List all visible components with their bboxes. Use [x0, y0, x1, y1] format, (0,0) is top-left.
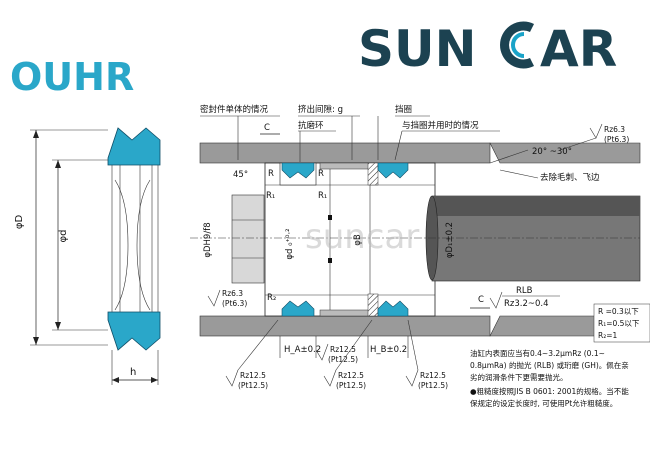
label-rz63-left-b: (Pt6.3)	[222, 299, 247, 308]
label-rz125-b1: Rz12.5	[240, 371, 266, 380]
label-rz125-a2: (Pt12.5)	[328, 355, 358, 364]
seal-lip-top	[107, 127, 161, 166]
callouts: 密封件单体的情况 挤出间隙: g 抗磨环 挡圈 与挡圈并用时的情况 C 45° …	[200, 104, 650, 390]
product-code: OUHR	[10, 55, 134, 99]
label-rz125-a1: Rz12.5	[330, 345, 356, 354]
phi-D-label: φD	[14, 215, 25, 230]
label-rz63-top-a: Rz6.3	[604, 125, 625, 134]
backup-ring-bottom	[367, 293, 379, 317]
label-chamfer-angle: 20° ~30°	[532, 147, 572, 157]
note-line-4: ●粗糙度按照JIS B 0601: 2001的规格。当不能	[470, 386, 629, 396]
label-rz63-left-a: Rz6.3	[222, 289, 243, 298]
wear-ring-bottom	[319, 309, 371, 317]
label-phi-b: φB	[353, 234, 363, 246]
h-label: h	[130, 367, 136, 378]
label-r-a: R	[268, 169, 274, 179]
label-wear-ring: 抗磨环	[298, 120, 324, 131]
phi-d-label: φd	[58, 230, 69, 243]
backup-ring-top	[367, 162, 379, 186]
label-c-top: C	[264, 123, 270, 133]
label-single-seal: 密封件单体的情况	[200, 104, 269, 115]
note-line-1: 油缸内表面应当有0.4~3.2μmRz (0.1~	[470, 348, 605, 358]
label-r1-b: R₁	[318, 191, 327, 201]
label-rz125-d1: Rz12.5	[420, 371, 446, 380]
label-rz125-c1: Rz12.5	[338, 371, 364, 380]
label-r-b: R	[318, 169, 324, 179]
seal-height-dim: h	[111, 350, 159, 385]
label-backup-ring: 挡圈	[395, 104, 412, 115]
label-rz32: Rz3.2~0.4	[504, 299, 549, 309]
label-rz125-b2: (Pt12.5)	[238, 381, 268, 390]
logo-text-ar: AR	[540, 20, 617, 78]
radii-line-3: R₂=1	[598, 331, 618, 340]
seal-top-b	[377, 162, 409, 179]
seal-top-a	[281, 162, 315, 179]
label-hb: H_B±0.2	[370, 345, 407, 355]
label-rz63-top-b: (Pt6.3)	[604, 135, 629, 144]
wear-ring-top	[319, 162, 371, 170]
radii-line-1: R =0.3以下	[598, 307, 639, 316]
label-r1-a: R₁	[266, 191, 275, 201]
watermark-text: suncar	[305, 217, 419, 257]
label-extrusion-gap: 挤出间隙: g	[298, 104, 343, 115]
label-with-backup: 与挡圈并用时的情况	[402, 120, 479, 131]
label-c-bottom: C	[478, 295, 484, 305]
label-phi-dh: φDH9/f8	[203, 222, 213, 257]
label-rlb: RLB	[516, 286, 533, 296]
label-deburr: 去除毛刺、飞边	[540, 172, 600, 183]
label-45-deg: 45°	[233, 170, 248, 180]
note-line-2: 0.8μmRa) 的抛光 (RLB) 或珩磨 (GH)。佩在亲	[470, 360, 629, 370]
seal-diameter-dims: φD φd	[14, 129, 108, 346]
logo-text-sun: SUN	[358, 20, 476, 78]
suncar-logo: SUN AR	[358, 20, 617, 78]
logo-c-ring	[500, 21, 535, 69]
seal-bottom-a	[281, 300, 315, 317]
label-phi-d1: φD₁±0.2	[445, 222, 455, 258]
seal-bottom-b	[377, 300, 409, 317]
label-rz125-d2: (Pt12.5)	[418, 381, 448, 390]
seal-profile-view	[107, 127, 161, 351]
label-ha: H_A±0.2	[284, 345, 321, 355]
note-line-5: 保规定的设定长度时, 可使用Pt允许粗糙度。	[470, 398, 617, 408]
spec-notes: 油缸内表面应当有0.4~3.2μmRz (0.1~ 0.8μmRa) 的抛光 (…	[470, 348, 629, 408]
radii-line-2: R₁=0.5以下	[598, 319, 640, 328]
label-r2: R₂	[267, 293, 276, 303]
note-line-3: 劣的润滑条件下更需要抛光。	[470, 372, 568, 382]
label-rz125-c2: (Pt12.5)	[336, 381, 366, 390]
label-phi-d2: φd ₀⁺⁰·²	[285, 228, 295, 259]
seal-lip-bottom	[107, 311, 161, 351]
